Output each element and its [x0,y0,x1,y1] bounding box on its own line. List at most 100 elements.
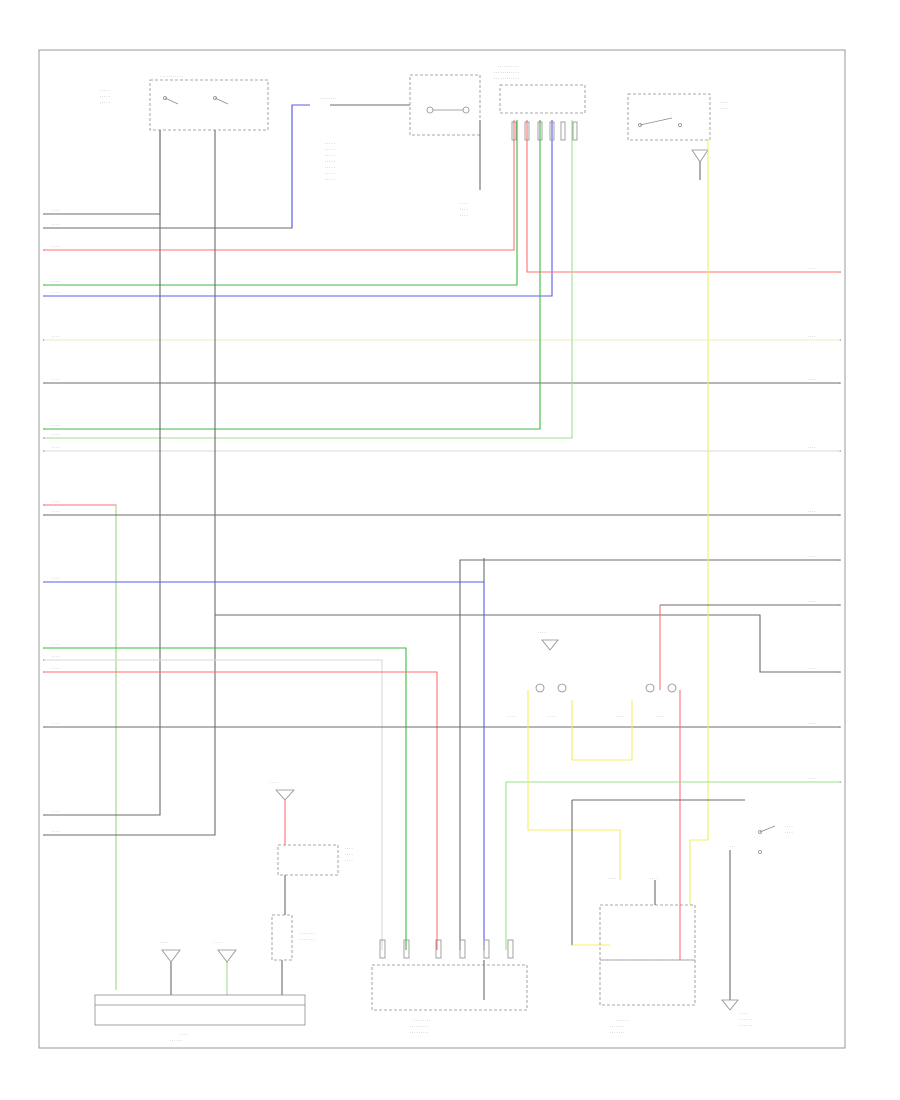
svg-text:· · · · ·: · · · · · [325,172,335,176]
svg-text:· · · ·: · · · · [616,715,624,719]
svg-text:· · ·: · · · [730,845,735,849]
main-relay-terminal [524,121,530,141]
svg-text:· · · · · · · · · · · ·: · · · · · · · · · · · · [494,77,519,81]
wire-black-18 [215,614,840,673]
svg-text:· · · · · · · ·: · · · · · · · · [320,97,336,101]
main-relay-terminal [537,121,543,141]
main-relay-terminal [549,121,555,141]
svg-text:· · · · · · · · · ·: · · · · · · · · · · [498,65,518,69]
left-terminal-label: · · · · [52,643,60,647]
svg-text:· · · ·: · · · · [656,715,664,719]
svg-text:· · · ·: · · · · [538,631,546,635]
wire-yellow-29 [527,690,621,880]
left-terminal-label: · · · · [52,433,60,437]
svg-text:· · · · · · ·: · · · · · · · [300,932,314,936]
svg-text:· · · · ·: · · · · · [325,178,335,182]
svg-text:· · · ·: · · · · [785,825,793,829]
svg-text:· · · · · ·: · · · · · · [740,1024,752,1028]
left-terminal-label: · · · · [52,810,60,814]
left-terminal-label: · · · · [52,378,60,382]
wire-black-17 [44,130,216,836]
wire-lightgreen-28 [505,781,840,950]
svg-text:· · · · · ·: · · · · · · [740,1018,752,1022]
right-terminal-label: · · · · [808,722,816,726]
wire-yellow-24 [689,140,709,905]
left-terminal-label: · · · · [52,667,60,671]
wire-blue-5 [44,120,553,297]
svg-text:· · · · · · ·: · · · · · · · [300,938,314,942]
svg-text:· · · ·: · · · · [650,877,658,881]
svg-text:· · · · ·: · · · · · [325,160,335,164]
wire-black-32 [571,800,610,946]
svg-text:· · · ·: · · · · [460,214,468,218]
fuse-connector-component: · · · · · · · · · · · · · · · · · · · · … [270,781,353,961]
svg-text:· · · ·: · · · · [180,1033,188,1037]
right-terminal-label: · · · · [808,378,816,382]
svg-text:· · · · ·: · · · · · [100,101,110,105]
left-terminal-label: · · · · [52,291,60,295]
wire-black-16 [44,130,161,816]
ignition-switch-component: · · · · · · · · [627,93,728,163]
center-relay-pair: · · · · · · · · · · · · · · · · · · · · [508,631,677,719]
left-terminal-label: · · · · [52,280,60,284]
wire-green-9 [44,120,541,430]
svg-text:· · · · · · · · · · · ·: · · · · · · · · · · · · [494,71,519,75]
svg-text:· · · · ·: · · · · · [100,95,110,99]
svg-text:· · · · · · ·: · · · · · · · [610,1031,624,1035]
wire-light-21 [44,659,383,950]
wire-black-1 [44,105,293,229]
svg-text:· · · · · ·: · · · · · · [616,1019,628,1023]
right-terminals: · · · · · · · · · · · · · · · · · · · · · · ·… [808,267,841,783]
right-terminal-label: · · · · [808,667,816,671]
left-terminal-label: · · · · [52,223,60,227]
svg-text:· · · · · · · · ·: · · · · · · · · · [410,1031,428,1035]
right-terminal-label: · · · · [808,555,816,559]
svg-text:· · · ·: · · · · [345,847,353,851]
svg-text:· · · · · · ·: · · · · · · · [610,1025,624,1029]
right-terminal-label: · · · · [808,335,816,339]
svg-text:· · · ·: · · · · [460,202,468,206]
wire-black-19 [459,559,840,950]
wire-green-4 [44,120,518,286]
main-relay-component: · · · · · · · · · · · · · · · · · · · · … [494,65,586,114]
main-relay-terminal [560,121,566,141]
wire-lightgreen-10 [44,120,573,439]
wire-blue-15 [44,581,485,950]
svg-text:· · · · · · · ·: · · · · · · · · [414,1019,430,1023]
right-terminal-label: · · · · [808,600,816,604]
svg-text:· · · · ·: · · · · · [325,154,335,158]
wire-yellow-30 [571,700,633,761]
left-terminal-label: · · · · [52,655,60,659]
lock-relay-label: · · · · · · · · · · · [160,75,183,79]
left-terminal-label: · · · · [52,209,60,213]
svg-text:· · · ·: · · · · [720,107,728,111]
left-terminal-label: · · · · [52,500,60,504]
pcm-right-connector: · · · · · · · · · · · · · · · · · · · · … [599,877,696,1035]
svg-text:· · · ·: · · · · [345,859,353,863]
svg-text:· · · · ·: · · · · · [100,89,110,93]
svg-text:· · · · ·: · · · · · [325,166,335,170]
wire-black-0 [44,130,161,215]
left-terminal-label: · · · · [52,424,60,428]
right-switch: · · · · · · · · · · · · · · · · · · · · … [721,825,793,1028]
svg-text:· · · · ·: · · · · · [325,142,335,146]
svg-text:· · · · ·: · · · · · [325,148,335,152]
right-terminal-label: · · · · [808,777,816,781]
svg-text:· · · ·: · · · · [270,781,278,785]
svg-text:· · · ·: · · · · [160,941,168,945]
svg-text:· · · ·: · · · · [720,101,728,105]
left-terminal-label: · · · · [52,510,60,514]
fuel-pump-relay-component: · · · · · · · · · · · · · · · · · · · · … [320,74,481,218]
svg-text:· · · · · · · · ·: · · · · · · · · · [410,1025,428,1029]
right-terminal-label: · · · · [808,510,816,514]
svg-text:· · · ·: · · · · [740,1012,748,1016]
left-terminal-label: · · · · [52,245,60,249]
ground-block-left: · · · · · · · · · · · · · · · · · · [94,941,306,1043]
left-terminal-label: · · · · [52,577,60,581]
svg-text:· · · ·: · · · · [345,853,353,857]
svg-text:· · · ·: · · · · [608,877,616,881]
right-terminal-label: · · · · [808,267,816,271]
wires-layer [44,104,840,1000]
wire-green-20 [44,647,407,950]
